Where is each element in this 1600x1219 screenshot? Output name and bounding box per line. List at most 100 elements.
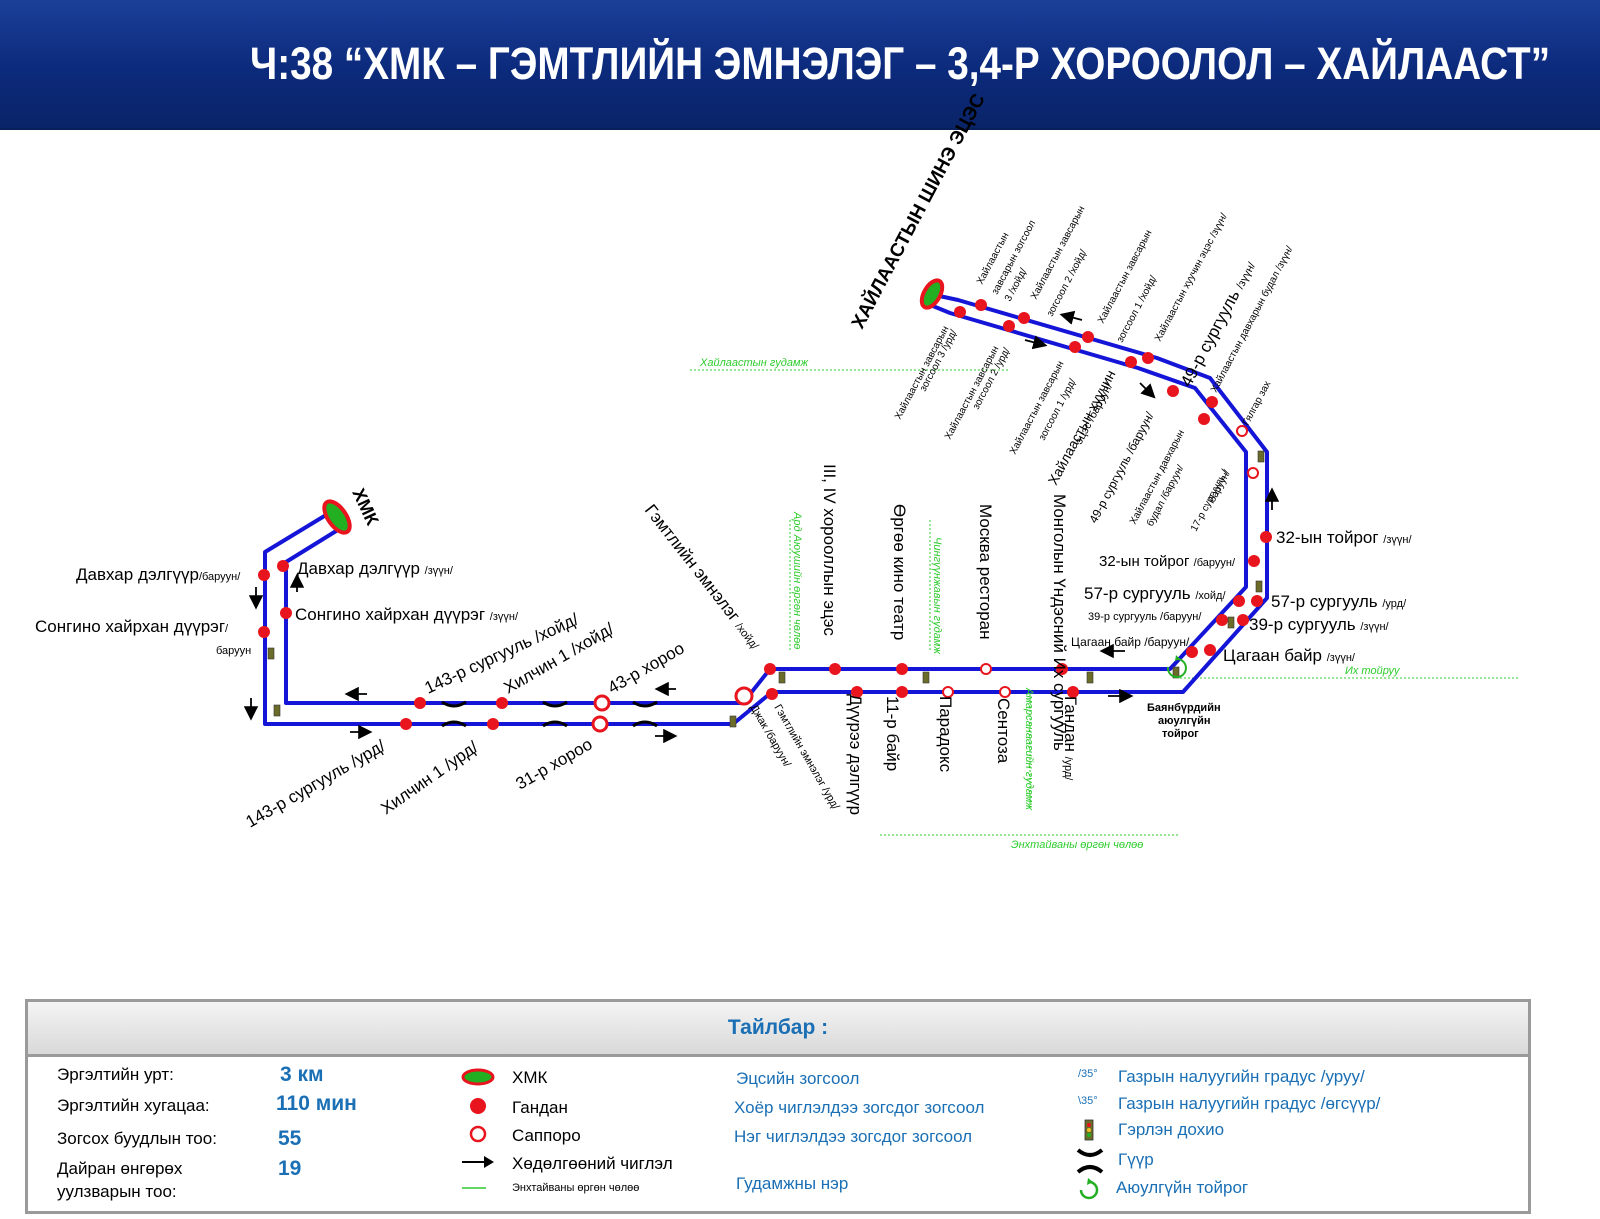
traffic-light-icon	[778, 671, 786, 684]
stop-dot	[1067, 686, 1079, 698]
route-length-label: Эргэлтийн урт:	[57, 1065, 174, 1084]
terminal-khailaast[interactable]: ХАЙЛААСТЫН ШИНЭ ЭЦЭС	[847, 90, 990, 333]
stop-label: аюулгүйн	[1158, 715, 1211, 727]
terminal-hmk[interactable]: ХМК	[319, 485, 383, 537]
stop-label: 143-р сургууль /урд/	[243, 736, 389, 831]
route-duration-label: Эргэлтийн хугацаа:	[57, 1096, 210, 1115]
legend-gandan: Гандан	[512, 1098, 568, 1117]
stop-label: Хайлаастын завсарын	[893, 324, 952, 421]
stop-label: Хилчин 1 /урд/	[377, 737, 481, 818]
stop-label: 32-ын тойрог	[1276, 528, 1379, 547]
stop-ring	[1236, 425, 1248, 437]
arrow-right-icon	[462, 1156, 494, 1168]
stop-label: тойрог	[1162, 728, 1199, 740]
bridges	[441, 700, 658, 728]
street-label: Чингүүнжавын гудамж	[931, 537, 943, 654]
stop-dot	[1251, 595, 1263, 607]
stop-dot	[829, 663, 841, 675]
route-lines	[263, 292, 1269, 726]
stop-dot	[896, 686, 908, 698]
stop-dot	[954, 306, 966, 318]
svg-text:32-ын тойрог /зүүн/: 32-ын тойрог /зүүн/	[1276, 528, 1412, 547]
gandan-stops	[258, 299, 1272, 730]
stop-dot	[1056, 663, 1068, 675]
stop-label: 57-р сургууль	[1084, 584, 1191, 603]
stops-count-label: Зогсох буудлын тоо:	[57, 1129, 217, 1148]
stop-dot	[1167, 385, 1179, 397]
stop-dot	[400, 718, 412, 730]
hmk-legend-icon	[461, 1068, 495, 1086]
stop-dot	[277, 560, 289, 572]
stop-dot	[1186, 646, 1198, 658]
stop-dot	[1260, 531, 1272, 543]
roundabout-icon	[1166, 655, 1187, 678]
stop-ring	[1247, 467, 1259, 479]
stop-dot	[1018, 312, 1030, 324]
legend-traffic-light: Гэрлэн дохио	[1118, 1120, 1225, 1139]
stop-label: Дүүрээ дэлгүүр	[846, 694, 865, 815]
stop-dot	[258, 569, 270, 581]
svg-text:Гандан /урд/: Гандан /урд/	[1061, 696, 1080, 781]
stops-count-value: 55	[278, 1127, 302, 1150]
svg-text:Давхар дэлгүүр/баруун/: Давхар дэлгүүр/баруун/	[76, 565, 241, 584]
stop-label: Давхар дэлгүүр	[297, 559, 420, 578]
legend-panel: Тайлбар : Эргэлтийн урт: 3 км Эргэлтийн …	[25, 999, 1531, 1214]
stop-label: 32-ын тойрог	[1099, 553, 1190, 570]
stop-label: Сонгино хайрхан дүүрэг	[35, 617, 225, 636]
legend-both-dir-stop: Хоёр чиглэлдээ зогсдог зогсоол	[734, 1098, 985, 1117]
khailaast-terminal-icon	[919, 278, 945, 310]
traffic-light-icon	[1257, 450, 1265, 463]
stop-ring	[980, 663, 992, 675]
traffic-light-icon	[1227, 616, 1235, 629]
stop-ring	[591, 715, 609, 733]
stop-dot	[258, 626, 270, 638]
legend-title: Тайлбар :	[727, 1016, 829, 1039]
stop-label: 31-р хороо	[513, 735, 596, 794]
direction-arrows	[243, 310, 1280, 744]
stop-ring	[942, 686, 954, 698]
stop-dot	[1233, 595, 1245, 607]
legend-slope-up: Газрын налуугийн градус /өгсүүр/	[1118, 1094, 1381, 1113]
bridge-icon	[441, 700, 467, 728]
traffic-light-icon	[1255, 580, 1263, 593]
legend-hmk: ХМК	[512, 1068, 548, 1087]
legend-slope-down: Газрын налуугийн градус /уруу/	[1118, 1067, 1365, 1086]
street-label: Амарсанаагийн гудамж	[1023, 687, 1035, 810]
legend-sapporo: Саппоро	[512, 1126, 581, 1145]
street-labels: Хайлаастын гудамж Ард Аюушийн өргөн чөлө…	[699, 357, 1401, 851]
traffic-light-icon	[1084, 1119, 1094, 1141]
stop-dot	[487, 718, 499, 730]
stop-label: Сентоза	[994, 698, 1013, 764]
avenue-legend-icon	[462, 1187, 486, 1189]
stop-ring	[593, 694, 611, 712]
bridge-icon	[632, 700, 658, 728]
stop-dot	[1248, 555, 1260, 567]
svg-text:57-р сургууль /хойд/: 57-р сургууль /хойд/	[1084, 584, 1226, 603]
stop-dot	[1237, 614, 1249, 626]
traffic-light-icon	[267, 647, 275, 660]
stop-label: Гандан	[1061, 696, 1080, 752]
traffic-light-icon	[273, 704, 281, 717]
legend-direction: Хөдөлгөөний чиглэл	[512, 1154, 673, 1173]
slope-up-degree: \35°	[1078, 1095, 1098, 1107]
stop-dot	[1125, 356, 1137, 368]
svg-text:Цагаан байр /зүүн/: Цагаан байр /зүүн/	[1223, 646, 1356, 665]
stop-label: Сонгино хайрхан дүүрэг	[295, 605, 485, 624]
stop-dot	[1216, 614, 1228, 626]
stop-dot	[896, 663, 908, 675]
svg-text:57-р сургууль /урд/: 57-р сургууль /урд/	[1271, 592, 1407, 611]
sapporo-legend-icon	[469, 1125, 487, 1143]
street-label: Хайлаастын гудамж	[699, 357, 809, 369]
stop-dot	[766, 688, 778, 700]
stop-dot	[1082, 331, 1094, 343]
street-label: Ард Аюушийн өргөн чөлөө	[791, 511, 803, 649]
svg-text:Давхар дэлгүүр /зүүн/: Давхар дэлгүүр /зүүн/	[297, 559, 454, 578]
legend-bridge: Гүүр	[1118, 1150, 1154, 1169]
stop-dot	[1003, 320, 1015, 332]
stop-label: Давхар дэлгүүр	[76, 565, 199, 584]
route-length-value: 3 км	[280, 1063, 324, 1086]
legend-header: Тайлбар :	[28, 1002, 1528, 1057]
intersections-value: 19	[278, 1157, 302, 1180]
bridge-icon	[542, 700, 568, 728]
stop-label: Хайлаастын завсарын	[1096, 228, 1155, 325]
